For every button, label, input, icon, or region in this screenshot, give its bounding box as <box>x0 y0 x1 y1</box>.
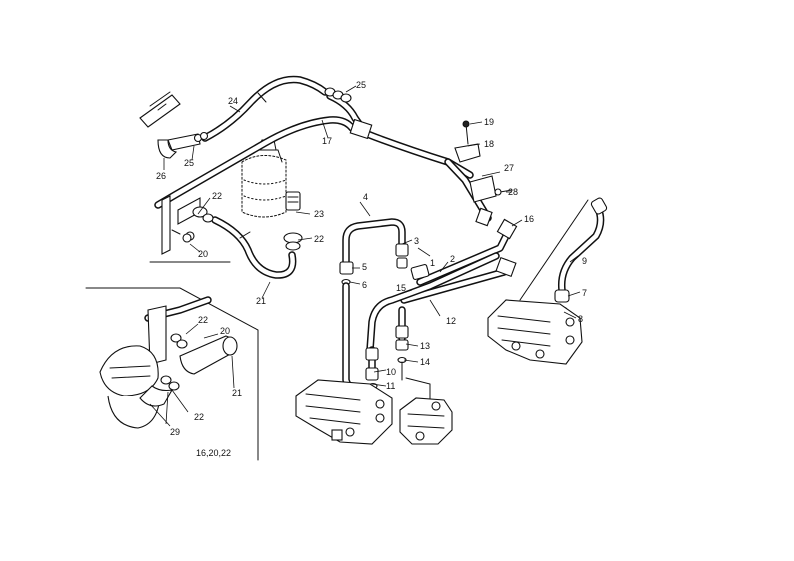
callout-13: 13 <box>420 341 430 351</box>
inset-callout-21: 21 <box>232 388 242 398</box>
inset-callout-22-bottom: 22 <box>194 412 204 422</box>
callout-21: 21 <box>256 296 266 306</box>
callout-25-top: 25 <box>356 80 366 90</box>
callout-1: 1 <box>430 258 435 268</box>
callout-19: 19 <box>484 117 494 127</box>
control-valve-right <box>487 299 583 365</box>
callout-28: 28 <box>508 187 518 197</box>
return-line-17 <box>154 116 474 209</box>
callout-16: 16 <box>524 214 534 224</box>
hose-24 <box>201 75 366 142</box>
line-27-drop <box>444 158 493 227</box>
callout-labels: 1 2 3 4 5 6 7 8 9 10 11 12 13 14 15 16 1… <box>156 80 587 391</box>
pipe-4 <box>342 218 406 266</box>
callout-8: 8 <box>578 314 583 324</box>
pipe-clamp-block <box>349 118 373 140</box>
callout-4: 4 <box>363 192 368 202</box>
callout-14: 14 <box>420 357 430 367</box>
callout-5: 5 <box>362 262 367 272</box>
bracket-27 <box>469 175 513 203</box>
fitting-5 <box>339 261 354 286</box>
left-manifold-bracket <box>149 195 231 263</box>
callout-7: 7 <box>582 288 587 298</box>
callout-17: 17 <box>322 136 332 146</box>
pipe-2 <box>416 228 512 286</box>
leader-lines <box>149 85 581 427</box>
inset-detail <box>85 287 259 461</box>
callout-20: 20 <box>198 249 208 259</box>
hose-21 <box>211 216 297 279</box>
inset-callout-29: 29 <box>170 427 180 437</box>
callout-26: 26 <box>156 171 166 181</box>
inset-callout-22-top: 22 <box>198 315 208 325</box>
callout-6: 6 <box>362 280 367 290</box>
fitting-3 <box>395 243 409 269</box>
fitting-23 <box>285 191 301 211</box>
pipe-15 <box>400 268 508 304</box>
clamp-22-left <box>192 206 214 223</box>
clamp-22-right <box>283 232 303 251</box>
mounting-bracket-26 <box>139 91 209 159</box>
callout-15: 15 <box>396 283 406 293</box>
callout-18: 18 <box>484 139 494 149</box>
callout-23: 23 <box>314 209 324 219</box>
frame-line <box>519 199 589 301</box>
callout-22-lower: 22 <box>314 234 324 244</box>
pipe-13 <box>395 306 431 401</box>
callout-22-upper: 22 <box>212 191 222 201</box>
callout-12: 12 <box>446 316 456 326</box>
fitting-1 <box>410 264 430 280</box>
callout-9: 9 <box>582 256 587 266</box>
callout-24: 24 <box>228 96 238 106</box>
callout-3: 3 <box>414 236 419 246</box>
inset-footnote: 16,20,22 <box>196 448 231 458</box>
callout-11: 11 <box>386 381 395 391</box>
callout-25-left: 25 <box>184 158 194 168</box>
inset-labels: 22 20 21 22 29 16,20,22 <box>170 315 242 458</box>
bracket-18 <box>454 120 481 163</box>
fitting-16 <box>495 218 518 278</box>
callout-2: 2 <box>450 254 455 264</box>
fitting-25-top <box>324 87 352 103</box>
callout-27: 27 <box>504 163 514 173</box>
bolt-20 <box>171 229 192 243</box>
control-valve-middle <box>399 397 453 445</box>
pipe-9 <box>557 197 608 294</box>
callout-10: 10 <box>386 367 396 377</box>
pipe-12 <box>366 252 500 354</box>
inset-callout-20: 20 <box>220 326 230 336</box>
control-valve-left <box>295 379 393 445</box>
